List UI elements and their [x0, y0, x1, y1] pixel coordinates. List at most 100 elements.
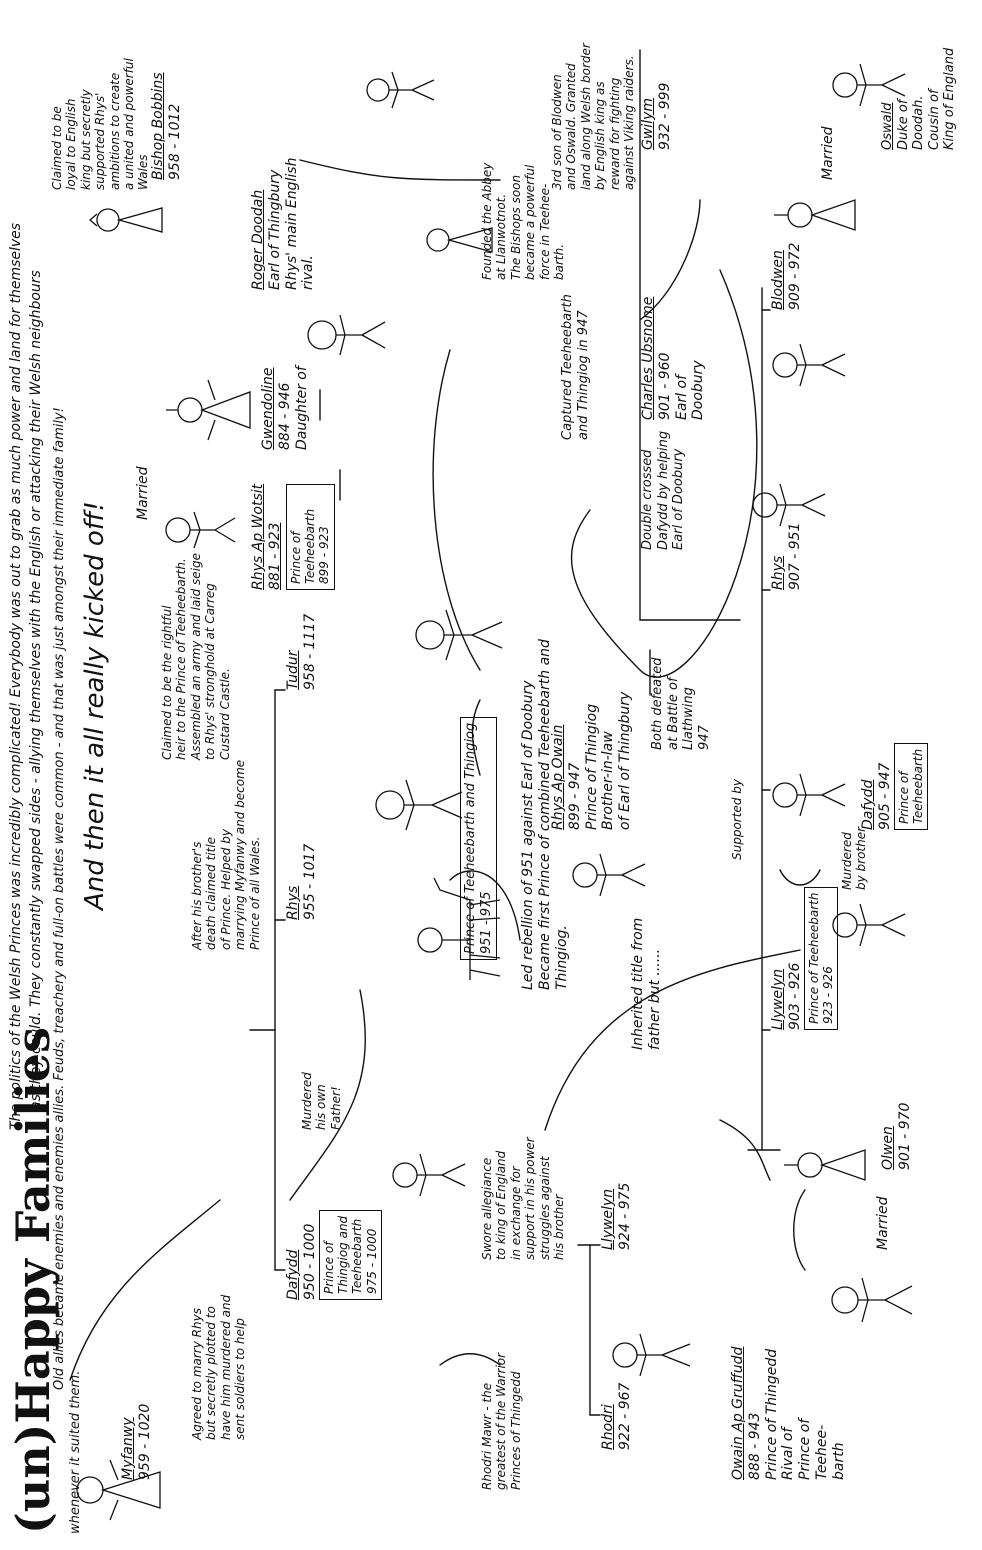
rhys2-note-5: Prince of all Wales.: [247, 836, 262, 950]
murdered-father-3: Father!: [328, 1086, 343, 1130]
charles-figure: [772, 343, 846, 387]
dafydd2-dates: 950 - 1000: [301, 1223, 318, 1300]
owain-dates: 888 - 943: [746, 1412, 763, 1480]
charles-title-2: Doobury: [690, 360, 707, 420]
rhys2-name: Rhys: [285, 885, 301, 920]
tudur-note-3: Assembled an army and laid seige: [188, 552, 203, 760]
rhys-figure: [752, 483, 826, 527]
blodwen: Blodwen 909 - 972: [770, 243, 804, 310]
llywelyn2-note-4: support in his power: [523, 1137, 538, 1260]
rhodri-figure: [612, 1333, 691, 1377]
llywelyn-murdered-arrow: [449, 870, 521, 941]
rhys-ap-wotsit-title-box: Prince of Teeheebarth 899 - 923: [285, 483, 335, 590]
myfanwy-figure: [76, 1459, 161, 1521]
box-line: Prince of: [896, 771, 911, 824]
llywelyn-note-1: Inherited title from: [630, 917, 646, 1050]
murdered-father-1: Murdered: [300, 1072, 314, 1130]
llywelyn2-note-1: Swore allegiance: [480, 1157, 494, 1260]
llywelyn2-note-2: to king of England: [494, 1150, 509, 1260]
bishop-note: Claimed to be loyal to English king but …: [50, 58, 151, 190]
married-label-3: Married: [820, 126, 836, 180]
tudur-note-1: Claimed to be the rightful: [160, 605, 174, 760]
roger-doodah: Roger Doodah Earl of Thingbury Rhys' mai…: [250, 158, 317, 290]
bishop-note-4: supported Rhys': [93, 92, 108, 190]
oswald-title-3: Cousin of: [926, 89, 942, 150]
rhys-ap-wotsit-figure: [165, 511, 236, 549]
roger-doodah-name: Roger Doodah: [250, 189, 266, 290]
both-defeated-2: at Battle of: [665, 677, 681, 750]
gwendoline: Gwendoline 884 - 946 Daughter of: [260, 366, 310, 450]
llywelyn-figure: [832, 903, 906, 947]
charles-dates: 901 - 960: [656, 352, 673, 420]
supported-by-label: Supported by: [730, 779, 744, 860]
rhys-note-3: Earl of Doobury: [671, 448, 687, 550]
box-line: Teeheebarth: [350, 1218, 365, 1294]
gwendoline-note: Daughter of: [293, 366, 310, 450]
rhys2-note-4: marrying Myfanwy and become: [233, 759, 248, 950]
tudur-figure: [415, 609, 503, 661]
dafydd-dates: 905 - 947: [876, 762, 893, 830]
gwilym-name: Gwilym: [640, 97, 656, 150]
rebellion-note-2: Became first Prince of combined Teeheeba…: [536, 639, 553, 990]
owain-note-1: Rival of: [780, 1427, 797, 1480]
dafydd-figure: [772, 773, 846, 817]
myfanwy-to-rhys2-arrow: [69, 1199, 221, 1381]
both-defeated-4: 947: [696, 725, 712, 750]
tudur-note-5: Custard Castle.: [217, 668, 232, 760]
bishop-figure: [89, 207, 163, 233]
tudur-dates: 958 - 1117: [301, 613, 318, 690]
owain-note-2: Prince of: [797, 1418, 814, 1480]
gwendoline-figure: [166, 379, 251, 441]
gwendoline-dates: 884 - 946: [276, 382, 293, 450]
rhys2: Rhys 955 - 1017: [285, 844, 319, 920]
married-label-2: Married: [875, 1196, 891, 1250]
rhys-ap-wotsit-name: Rhys Ap Wotsit: [250, 483, 266, 590]
box-line: Prince of: [321, 1241, 336, 1294]
box-line: Teeheebarth: [910, 748, 925, 824]
dafydd2-name: Dafydd: [285, 1249, 301, 1300]
oswald: Oswald Duke of Doodah. Cousin of King of…: [880, 48, 958, 150]
dafydd2-figure: [392, 1153, 466, 1197]
rhodri-name: Rhodri: [600, 1404, 616, 1450]
roger-doodah-title: Earl of Thingbury: [266, 169, 283, 290]
owain: Owain Ap Gruffudd 888 - 943 Prince of Th…: [730, 1347, 848, 1480]
owain-name: Owain Ap Gruffudd: [730, 1346, 746, 1480]
gwilym-note-6: against Viking raiders.: [621, 55, 636, 190]
rhys2-dates: 955 - 1017: [301, 843, 318, 920]
rhys2-note-3: of Prince. Helped by: [218, 829, 233, 950]
charles-note-1: Captured Teeheebarth: [560, 294, 575, 440]
both-defeated-1: Both defeated: [650, 657, 665, 750]
blodwen-figure: [774, 199, 856, 231]
myfanwy-to-tudur-arrow: [289, 989, 366, 1201]
bishop-dates: 958 - 1012: [166, 103, 183, 180]
rhodri-dates: 922 - 967: [616, 1382, 633, 1450]
oswald-title-1: Duke of: [895, 99, 911, 150]
both-defeated-note: Both defeated at Battle of Llathwing 947: [650, 658, 712, 750]
rhys-note-1: Double crossed: [640, 449, 655, 550]
abbey-note-4: became a powerful: [523, 164, 538, 280]
rhys2-note-2: death claimed title: [204, 836, 219, 950]
intro-line-4: Old allies became enemies and enemies al…: [52, 407, 67, 1390]
gwilym: Gwilym 932 - 999: [640, 83, 674, 150]
murdered-father-2: his own: [314, 1084, 329, 1130]
tudur-note-4: to Rhys' stronghold at Carreg: [203, 583, 218, 760]
rhodri-note: Rhodri Mawr - the greatest of the Warrio…: [480, 1353, 523, 1490]
dafydd: Dafydd 905 - 947 Prince of Teeheebarth: [860, 742, 929, 830]
owain-figure: [831, 1277, 913, 1323]
rebellion-note-3: Thingiog.: [553, 925, 570, 990]
box-line: 899 - 923: [317, 526, 332, 584]
owain-title: Prince of Thingedd: [763, 1348, 780, 1480]
box-line: Prince of Teeheebarth: [806, 892, 821, 1024]
rhys-ap-owain-defeated-arrow: [471, 699, 481, 776]
myfanwy-note-3: have him murdered and: [218, 1294, 233, 1440]
rebellion-note: Led rebellion of 951 against Earl of Doo…: [520, 639, 570, 990]
dafydd-name: Dafydd: [860, 779, 876, 830]
olwen-name: Olwen: [880, 1126, 896, 1170]
rhys2-note-1: After his brother's: [190, 841, 204, 950]
roger-doodah-figure: [307, 314, 386, 356]
llywelyn2-note: Swore allegiance to king of England in e…: [480, 1137, 566, 1260]
oswald-name: Oswald: [880, 102, 895, 150]
llywelyn2-note-3: in exchange for: [508, 1166, 523, 1260]
